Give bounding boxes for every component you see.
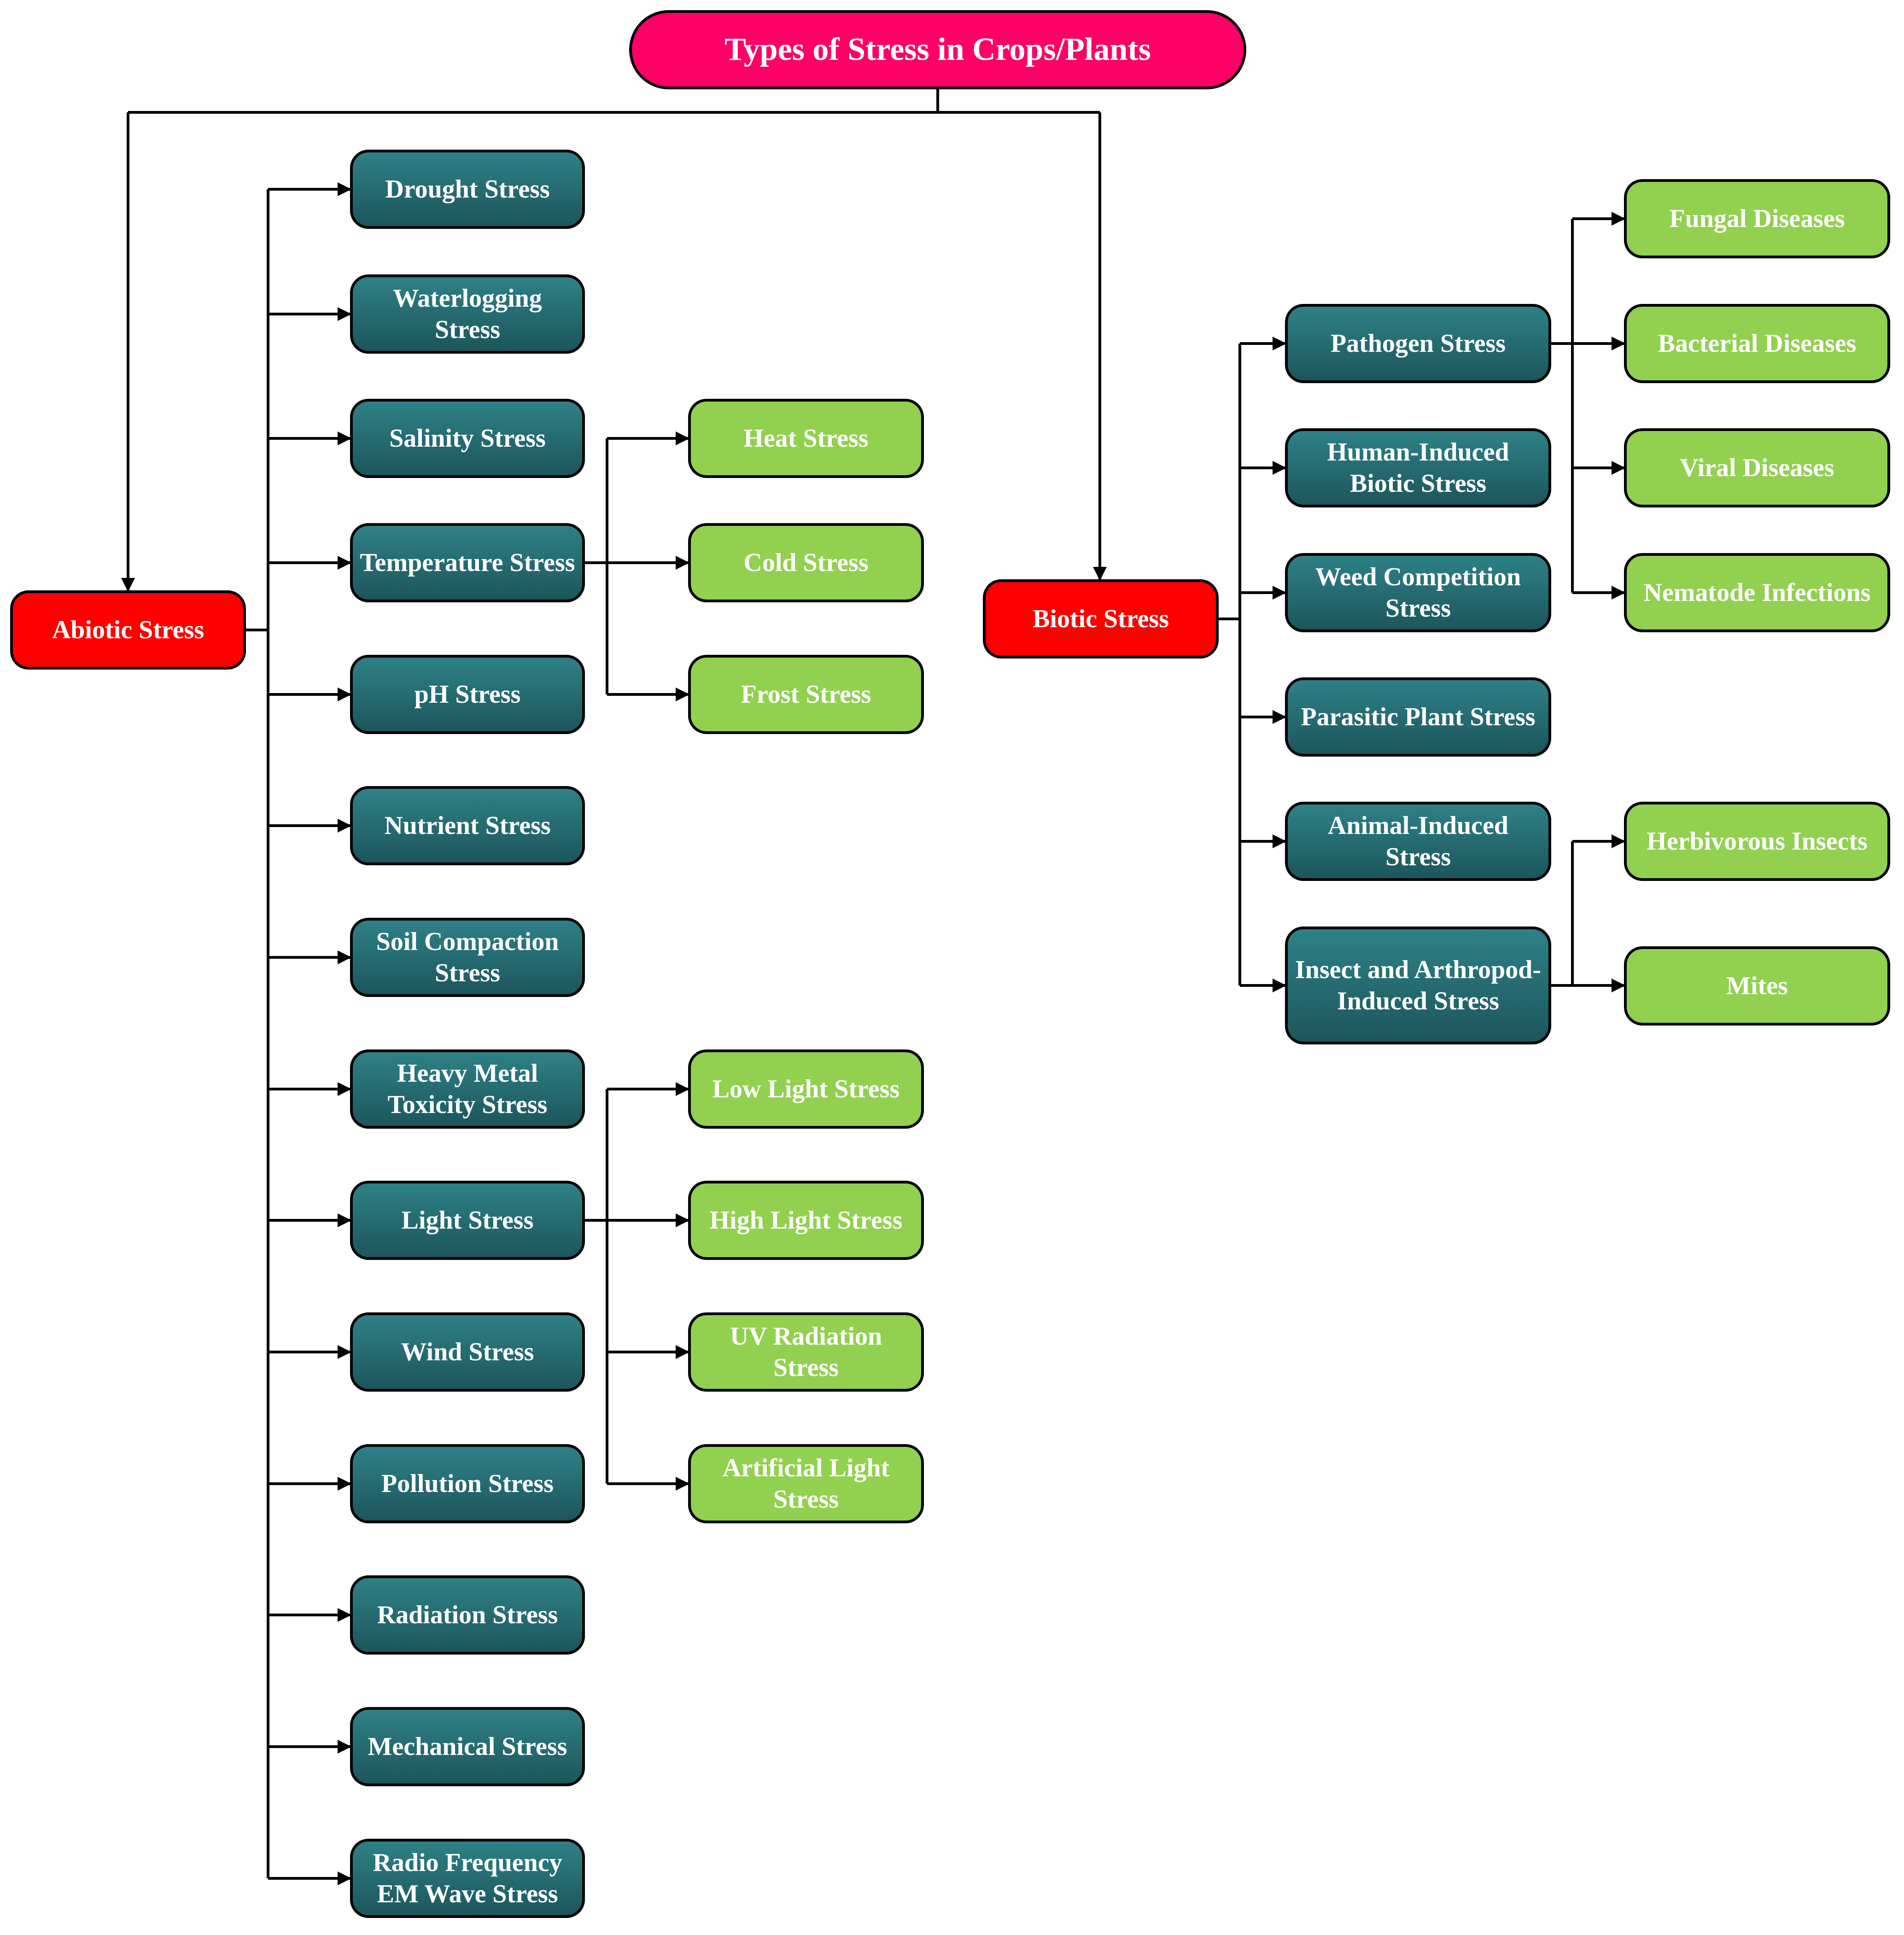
node-drought-stress: Drought Stress — [350, 150, 585, 229]
node-bacterial-diseases: Bacterial Diseases — [1624, 304, 1890, 383]
node-cold-stress: Cold Stress — [688, 523, 924, 602]
node-low-light-stress: Low Light Stress — [688, 1049, 924, 1129]
node-radio-frequency-em-wave-stress: Radio Frequency EM Wave Stress — [350, 1839, 585, 1918]
node-uv-radiation-stress: UV Radiation Stress — [688, 1312, 924, 1392]
node-high-light-stress: High Light Stress — [688, 1181, 924, 1260]
node-nematode-infections: Nematode Infections — [1624, 553, 1890, 632]
node-animal-induced-stress: Animal-Induced Stress — [1285, 802, 1551, 881]
node-pathogen-stress: Pathogen Stress — [1285, 304, 1551, 383]
node-radiation-stress: Radiation Stress — [350, 1575, 585, 1655]
node-weed-competition-stress: Weed Competition Stress — [1285, 553, 1551, 632]
node-pollution-stress: Pollution Stress — [350, 1444, 585, 1523]
node-nutrient-stress: Nutrient Stress — [350, 786, 585, 865]
node-human-induced-biotic-stress: Human-Induced Biotic Stress — [1285, 428, 1551, 507]
node-viral-diseases: Viral Diseases — [1624, 428, 1890, 507]
node-waterlogging-stress: Waterlogging Stress — [350, 274, 585, 354]
node-mites: Mites — [1624, 946, 1890, 1026]
node-insect-and-arthropod-induced-stress: Insect and Arthropod-Induced Stress — [1285, 927, 1551, 1044]
node-light-stress: Light Stress — [350, 1181, 585, 1260]
node-ph-stress: pH Stress — [350, 655, 585, 734]
node-frost-stress: Frost Stress — [688, 655, 924, 734]
node-parasitic-plant-stress: Parasitic Plant Stress — [1285, 677, 1551, 757]
node-temperature-stress: Temperature Stress — [350, 523, 585, 602]
node-mechanical-stress: Mechanical Stress — [350, 1707, 585, 1786]
node-salinity-stress: Salinity Stress — [350, 399, 585, 478]
node-heat-stress: Heat Stress — [688, 399, 924, 478]
node-soil-compaction-stress: Soil Compaction Stress — [350, 918, 585, 997]
node-herbivorous-insects: Herbivorous Insects — [1624, 802, 1890, 881]
node-fungal-diseases: Fungal Diseases — [1624, 179, 1890, 258]
category-abiotic-stress: Abiotic Stress — [10, 590, 246, 670]
node-heavy-metal-toxicity-stress: Heavy Metal Toxicity Stress — [350, 1049, 585, 1129]
diagram-title: Types of Stress in Crops/Plants — [629, 10, 1246, 89]
node-artificial-light-stress: Artificial Light Stress — [688, 1444, 924, 1523]
node-wind-stress: Wind Stress — [350, 1312, 585, 1392]
category-biotic-stress: Biotic Stress — [983, 579, 1219, 659]
